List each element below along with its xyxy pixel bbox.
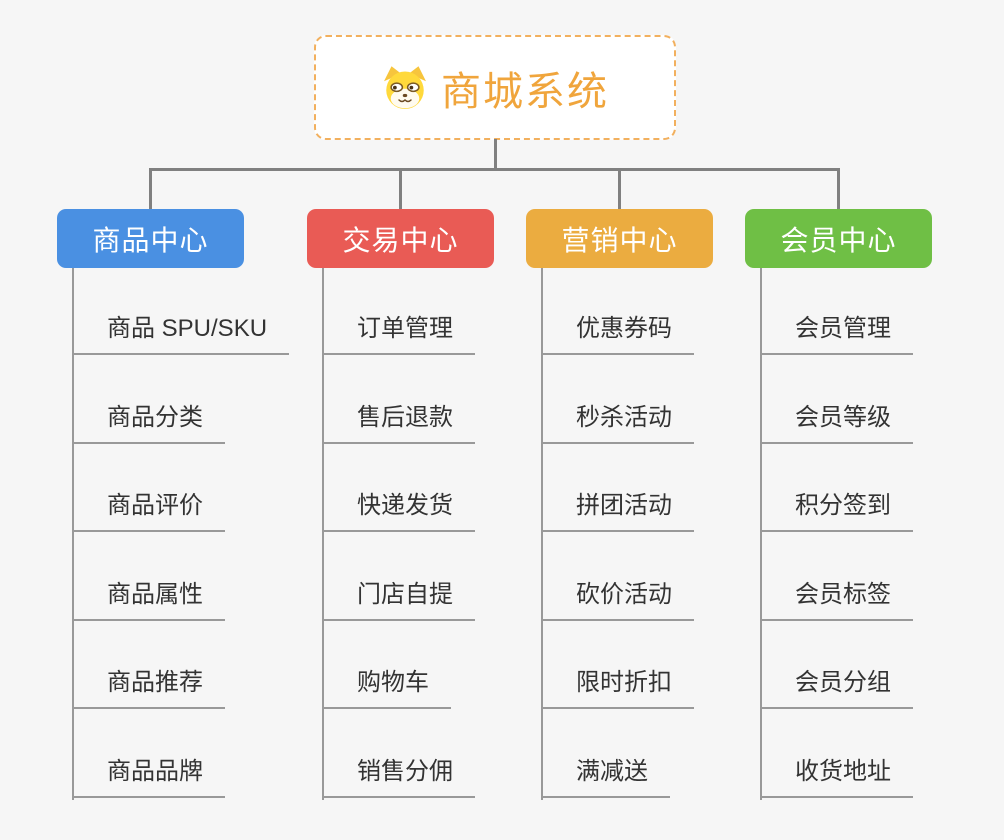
topic-member-level[interactable]: 会员等级 bbox=[762, 400, 913, 444]
topic-order-management[interactable]: 订单管理 bbox=[324, 311, 475, 355]
topic-product-attribute[interactable]: 商品属性 bbox=[74, 577, 225, 621]
connector-root-drop bbox=[494, 139, 497, 170]
subtree-member-center: 会员管理 会员等级 积分签到 会员标签 会员分组 收货地址 bbox=[760, 268, 992, 800]
topic-product-brand[interactable]: 商品品牌 bbox=[74, 754, 225, 798]
topic-product-category[interactable]: 商品分类 bbox=[74, 400, 225, 444]
root-title: 商城系统 bbox=[441, 69, 609, 114]
connector-drop-marketing-center bbox=[618, 168, 621, 210]
topic-product-spu-sku[interactable]: 商品 SPU/SKU bbox=[74, 311, 290, 355]
branch-node-trade-center[interactable]: 交易中心 bbox=[307, 209, 494, 268]
branch-marketing-center: 营销中心 优惠券码 秒杀活动 拼团活动 砍价活动 限时折扣 满减送 bbox=[526, 209, 766, 800]
topic-coupon-code[interactable]: 优惠券码 bbox=[543, 311, 694, 355]
branch-label: 交易中心 bbox=[342, 224, 459, 256]
topic-sales-commission[interactable]: 销售分佣 bbox=[324, 754, 475, 798]
connector-bus bbox=[149, 168, 839, 171]
connector-drop-member-center bbox=[837, 168, 840, 210]
branch-member-center: 会员中心 会员管理 会员等级 积分签到 会员标签 会员分组 收货地址 bbox=[745, 209, 985, 800]
subtree-product-center: 商品 SPU/SKU 商品分类 商品评价 商品属性 商品推荐 商品品牌 bbox=[72, 268, 304, 800]
topic-shopping-cart[interactable]: 购物车 bbox=[324, 665, 451, 709]
topic-shipping-address[interactable]: 收货地址 bbox=[762, 754, 913, 798]
subtree-trade-center: 订单管理 售后退款 快递发货 门店自提 购物车 销售分佣 bbox=[322, 268, 554, 800]
topic-flash-sale[interactable]: 秒杀活动 bbox=[543, 400, 694, 444]
connector-drop-product-center bbox=[149, 168, 152, 210]
topic-points-checkin[interactable]: 积分签到 bbox=[762, 488, 913, 532]
topic-limited-time-discount[interactable]: 限时折扣 bbox=[543, 665, 694, 709]
topic-member-groups[interactable]: 会员分组 bbox=[762, 665, 913, 709]
branch-node-marketing-center[interactable]: 营销中心 bbox=[526, 209, 713, 268]
topic-group-buy[interactable]: 拼团活动 bbox=[543, 488, 694, 532]
branch-label: 营销中心 bbox=[561, 224, 678, 256]
connector-drop-trade-center bbox=[399, 168, 402, 210]
branch-node-member-center[interactable]: 会员中心 bbox=[745, 209, 932, 268]
topic-product-review[interactable]: 商品评价 bbox=[74, 488, 225, 532]
branch-product-center: 商品中心 商品 SPU/SKU 商品分类 商品评价 商品属性 商品推荐 商品品牌 bbox=[57, 209, 297, 800]
dog-face-icon bbox=[384, 65, 426, 109]
branch-node-product-center[interactable]: 商品中心 bbox=[57, 209, 244, 268]
root-node-mall-system[interactable]: 商城系统 bbox=[314, 35, 676, 140]
branch-label: 会员中心 bbox=[780, 224, 897, 256]
topic-store-pickup[interactable]: 门店自提 bbox=[324, 577, 475, 621]
topic-product-recommend[interactable]: 商品推荐 bbox=[74, 665, 225, 709]
subtree-marketing-center: 优惠券码 秒杀活动 拼团活动 砍价活动 限时折扣 满减送 bbox=[541, 268, 773, 800]
topic-bargain-activity[interactable]: 砍价活动 bbox=[543, 577, 694, 621]
branch-trade-center: 交易中心 订单管理 售后退款 快递发货 门店自提 购物车 销售分佣 bbox=[307, 209, 547, 800]
branch-label: 商品中心 bbox=[92, 224, 209, 256]
topic-member-tags[interactable]: 会员标签 bbox=[762, 577, 913, 621]
topic-member-management[interactable]: 会员管理 bbox=[762, 311, 913, 355]
topic-full-reduction[interactable]: 满减送 bbox=[543, 754, 670, 798]
topic-express-delivery[interactable]: 快递发货 bbox=[324, 488, 475, 532]
topic-aftersale-refund[interactable]: 售后退款 bbox=[324, 400, 475, 444]
